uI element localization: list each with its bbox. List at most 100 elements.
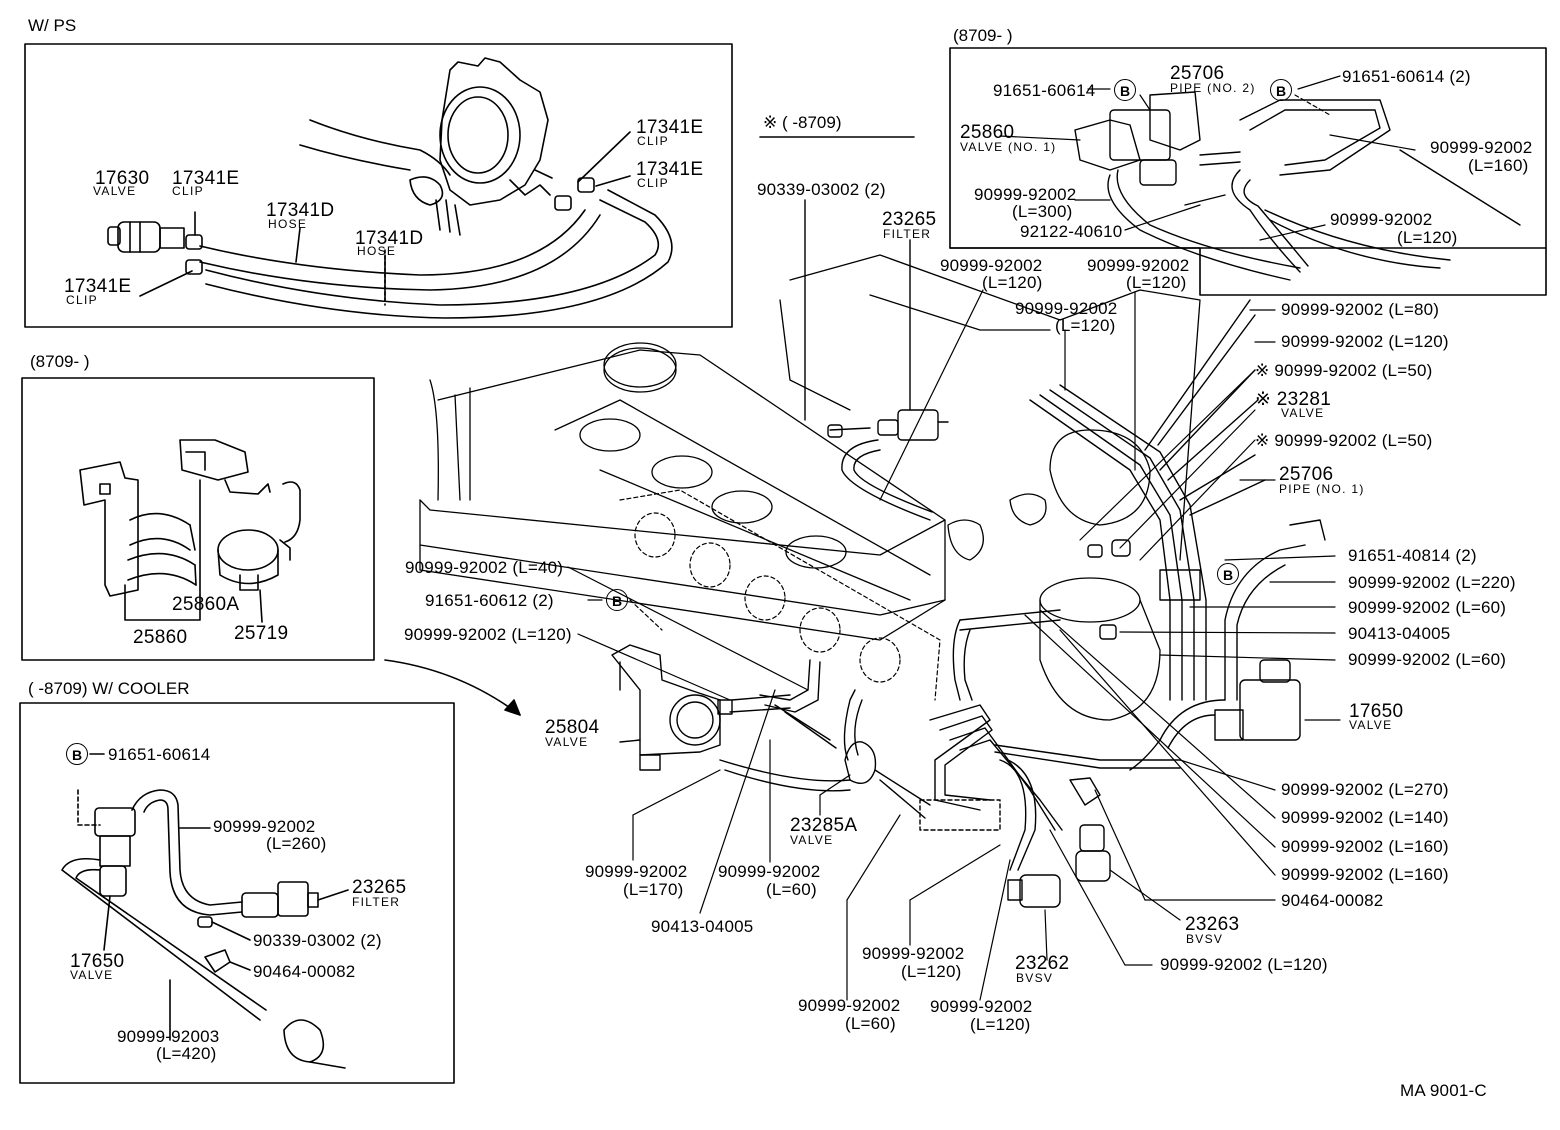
a-filter-25719 (217, 481, 301, 623)
ps-valve-17630 (107, 221, 185, 253)
part-label: 17341E (172, 168, 240, 189)
c-valve-17650 (77, 789, 136, 951)
part-sublabel: CLIP (637, 176, 669, 190)
header-8709-right: (8709- ) (953, 26, 1013, 45)
part-sublabel: CLIP (637, 134, 669, 148)
part-label: (L=120) (970, 1015, 1031, 1034)
part-label: (L=120) (1055, 316, 1116, 335)
part-label: 90339-03002 (2) (253, 931, 382, 950)
leader-lines (567, 75, 1416, 1001)
part-label: (L=120) (901, 962, 962, 981)
filter-23265-main (804, 199, 949, 521)
part-label: 17630 (95, 168, 150, 189)
main-small-clips (1087, 539, 1201, 640)
part-label: (L=170) (623, 880, 684, 899)
part-sublabel: CLIP (66, 293, 98, 307)
part-label: 90999-92002 (1430, 138, 1533, 157)
part-sublabel: BVSV (1016, 971, 1054, 985)
part-label: 17650 (1349, 701, 1404, 722)
part-label: 90999-92002 (213, 817, 316, 836)
part-label: (L=120) (982, 273, 1043, 292)
ps-clips (139, 131, 631, 301)
part-sublabel: PIPE (NO. 2) (1170, 81, 1256, 95)
part-label: 25860A (172, 594, 240, 615)
b-mark-inset-left: B (1114, 79, 1136, 101)
ps-throttle-body (299, 57, 553, 236)
a-valve-25860a (179, 439, 271, 596)
part-label: 90999-92002 (L=120) (404, 625, 572, 644)
part-label: ※ 90999-92002 (L=50) (1255, 431, 1433, 450)
part-label: 23285A (790, 815, 858, 836)
c-hoses (61, 789, 267, 1041)
part-label: 17341E (636, 159, 704, 180)
part-label: 17341E (64, 276, 132, 297)
part-label: 90999-92002 (L=270) (1281, 780, 1449, 799)
part-label: 90999-92002 (L=60) (1348, 650, 1507, 669)
part-label: 90999-92002 (862, 944, 965, 963)
part-label: ※ 90999-92002 (L=50) (1255, 361, 1433, 380)
part-label: 91651-60614 (2) (1342, 67, 1471, 86)
inset-box-cooler (19, 702, 455, 1084)
part-label: 23262 (1015, 953, 1070, 974)
header-cooler: ( -8709) W/ COOLER (28, 679, 190, 698)
header-ps: W/ PS (28, 16, 77, 35)
part-label: 90999-92002 (585, 862, 688, 881)
part-label: 17650 (70, 951, 125, 972)
part-label: (L=420) (156, 1044, 217, 1063)
b-mark-cooler: B (66, 743, 88, 765)
b-mark-main: B (606, 589, 628, 611)
part-sublabel: VALVE (NO. 1) (960, 140, 1057, 154)
a-bracket-25860 (79, 461, 197, 597)
part-label: 90999-92002 (1330, 210, 1433, 229)
part-label: (L=120) (1126, 273, 1187, 292)
a-leaders (124, 584, 201, 621)
part-label: 91651-40814 (2) (1348, 546, 1477, 565)
arrow-curve (384, 659, 521, 716)
part-label: 91651-60614 (993, 81, 1096, 100)
part-label: 23263 (1185, 914, 1240, 935)
part-sublabel: VALVE (545, 735, 589, 749)
part-label: 90464-00082 (253, 962, 356, 981)
arrow-head (504, 699, 521, 716)
part-sublabel: FILTER (883, 227, 932, 241)
diagram-code: MA 9001-C (1400, 1081, 1487, 1100)
part-label: 90999-92002 (1015, 299, 1118, 318)
b-mark-right: B (1217, 563, 1239, 585)
c-filter-23265 (241, 881, 349, 918)
part-label: 25706 (1279, 464, 1334, 485)
part-label: 90999-92002 (L=220) (1348, 573, 1516, 592)
part-label: 90999-92002 (940, 256, 1043, 275)
b-pipe-no2 (1107, 99, 1521, 281)
part-label: (L=60) (766, 880, 817, 899)
engine-head (419, 342, 946, 641)
valve-25804 (611, 644, 791, 771)
part-label: 90999-92002 (1087, 256, 1190, 275)
hose-assembly-center (919, 609, 1181, 871)
part-label: (L=160) (1468, 156, 1529, 175)
header-star-8709: ※ ( -8709) (763, 113, 842, 132)
engine-manifold (619, 489, 941, 701)
part-label: 90999-92002 (L=120) (1281, 332, 1449, 351)
b-valve-no1 (1074, 91, 1201, 186)
part-label: (L=260) (266, 834, 327, 853)
part-label: 90999-92002 (930, 997, 1033, 1016)
part-label: 90999-92002 (L=40) (405, 558, 564, 577)
part-label: 17341D (355, 228, 424, 249)
part-sublabel: PIPE (NO. 1) (1279, 482, 1365, 496)
hoses-lower-left (719, 659, 851, 792)
part-label: 17341D (266, 200, 335, 221)
inset-box-right-extension (949, 247, 1547, 296)
part-label: 25719 (234, 623, 289, 644)
part-label: 90999-92002 (L=60) (1348, 598, 1507, 617)
part-sublabel: VALVE (1281, 406, 1325, 420)
bvsv-parts (1007, 777, 1111, 908)
part-label: 17341E (636, 117, 704, 138)
part-sublabel: VALVE (790, 833, 834, 847)
engine-pipe-bundle (1029, 299, 1266, 701)
inset-box-8709-right (949, 47, 1547, 249)
part-label: 90999-92002 (798, 996, 901, 1015)
b-mark-inset-right: B (1270, 79, 1292, 101)
part-label: 90413-04005 (1348, 624, 1451, 643)
